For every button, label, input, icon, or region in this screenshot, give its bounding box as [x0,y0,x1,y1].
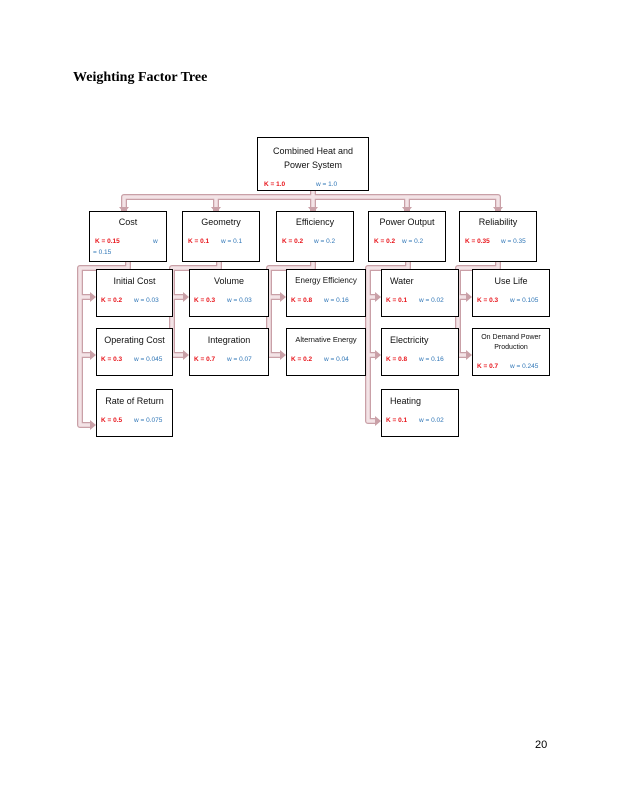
subcriterion-name: Alternative Energy [295,335,357,344]
criterion-k: K = 0.2 [374,238,396,245]
subcriterion-w: w = 0.045 [134,356,163,363]
criterion-cost: Cost K = 0.15 w = 0.15 [89,211,167,262]
subcriterion-name: Operating Cost [104,335,165,345]
page-number: 20 [535,739,548,751]
root-name-line1: Combined Heat and [272,146,354,156]
subcriterion-w: w = 0.16 [324,297,349,304]
subcriterion-w: w = 0.02 [419,417,444,424]
subcriterion-w: w = 0.245 [510,363,539,370]
subcriterion-heating: Heating K = 0.1 w = 0.02 [381,389,459,437]
subcriterion-alternative-energy: Alternative Energy K = 0.2 w = 0.04 [286,328,366,376]
criterion-w: w = 0.2 [314,238,336,245]
subcriterion-name: Heating [390,396,422,406]
criterion-k: K = 0.35 [465,238,490,245]
subcriterion-w: w = 0.075 [134,417,163,424]
subcriterion-w: w = 0.07 [227,356,252,363]
subcriterion-w: w = 0.16 [419,356,444,363]
root-node: Combined Heat and Power System K = 1.0 w… [257,137,369,191]
subcriterion-k: K = 0.8 [386,356,408,363]
subcriterion-name: Rate of Return [105,396,164,406]
subcriterion-name: Water [390,276,414,286]
subcriterion-water: Water K = 0.1 w = 0.02 [381,269,459,317]
criterion-w: w = 0.1 [221,238,243,245]
subcriterion-w: w = 0.105 [510,297,539,304]
subcriterion-operating-cost: Operating Cost K = 0.3 w = 0.045 [96,328,173,376]
subcriterion-name: Energy Efficiency [295,276,357,285]
subcriterion-w: w = 0.03 [227,297,252,304]
criterion-name: Cost [118,217,138,227]
subcriterion-w: w = 0.03 [134,297,159,304]
subcriterion-use-life: Use Life K = 0.3 w = 0.105 [472,269,550,317]
criterion-k: K = 0.15 [95,238,120,245]
subcriterion-name-line1: On Demand Power [481,334,541,341]
subcriterion-w: w = 0.02 [419,297,444,304]
subcriterion-k: K = 0.7 [477,363,499,370]
criterion-name: Power Output [379,217,435,227]
subcriterion-name: Initial Cost [113,276,156,286]
criterion-k: K = 0.2 [282,238,304,245]
subcriterion-k: K = 0.7 [194,356,216,363]
criterion-reliability: Reliability K = 0.35 w = 0.35 [459,211,537,262]
criterion-w: w = 0.35 [501,238,526,245]
subcriterion-name: Volume [213,276,245,286]
subcriterion-k: K = 0.3 [477,297,499,304]
root-w: w = 1.0 [316,181,338,188]
subcriterion-k: K = 0.5 [101,417,123,424]
criterion-w-cont: = 0.15 [93,249,112,256]
criterion-name: Reliability [478,217,518,227]
subcriterion-energy-efficiency: Energy Efficiency K = 0.8 w = 0.16 [286,269,366,317]
criterion-name: Geometry [201,217,241,227]
subcriterion-w: w = 0.04 [324,356,349,363]
root-k: K = 1.0 [264,181,286,188]
criterion-w: w [153,238,158,245]
subcriterion-k: K = 0.2 [291,356,313,363]
subcriterion-k: K = 0.8 [291,297,313,304]
subcriterion-name-line2: Production [494,344,528,351]
criterion-name: Efficiency [295,217,335,227]
subcriterion-volume: Volume K = 0.3 w = 0.03 [189,269,269,317]
subcriterion-rate-of-return: Rate of Return K = 0.5 w = 0.075 [96,389,173,437]
page-title: Weighting Factor Tree [73,70,208,85]
subcriterion-k: K = 0.1 [386,297,408,304]
subcriterion-electricity: Electricity K = 0.8 w = 0.16 [381,328,459,376]
subcriterion-on-demand-power-production: On Demand Power Production K = 0.7 w = 0… [472,328,550,376]
subcriterion-k: K = 0.3 [101,356,123,363]
subcriterion-k: K = 0.3 [194,297,216,304]
root-name-line2: Power System [283,160,343,170]
criterion-efficiency: Efficiency K = 0.2 w = 0.2 [276,211,354,262]
subcriterion-initial-cost: Initial Cost K = 0.2 w = 0.03 [96,269,173,317]
criterion-k: K = 0.1 [188,238,210,245]
subcriterion-name: Integration [207,335,251,345]
criterion-power-output: Power Output K = 0.2 w = 0.2 [368,211,446,262]
subcriterion-k: K = 0.1 [386,417,408,424]
subcriterion-k: K = 0.2 [101,297,123,304]
subcriterion-name: Electricity [390,335,429,345]
subcriterion-name: Use Life [494,276,528,286]
criterion-w: w = 0.2 [402,238,424,245]
criterion-geometry: Geometry K = 0.1 w = 0.1 [182,211,260,262]
subcriterion-integration: Integration K = 0.7 w = 0.07 [189,328,269,376]
